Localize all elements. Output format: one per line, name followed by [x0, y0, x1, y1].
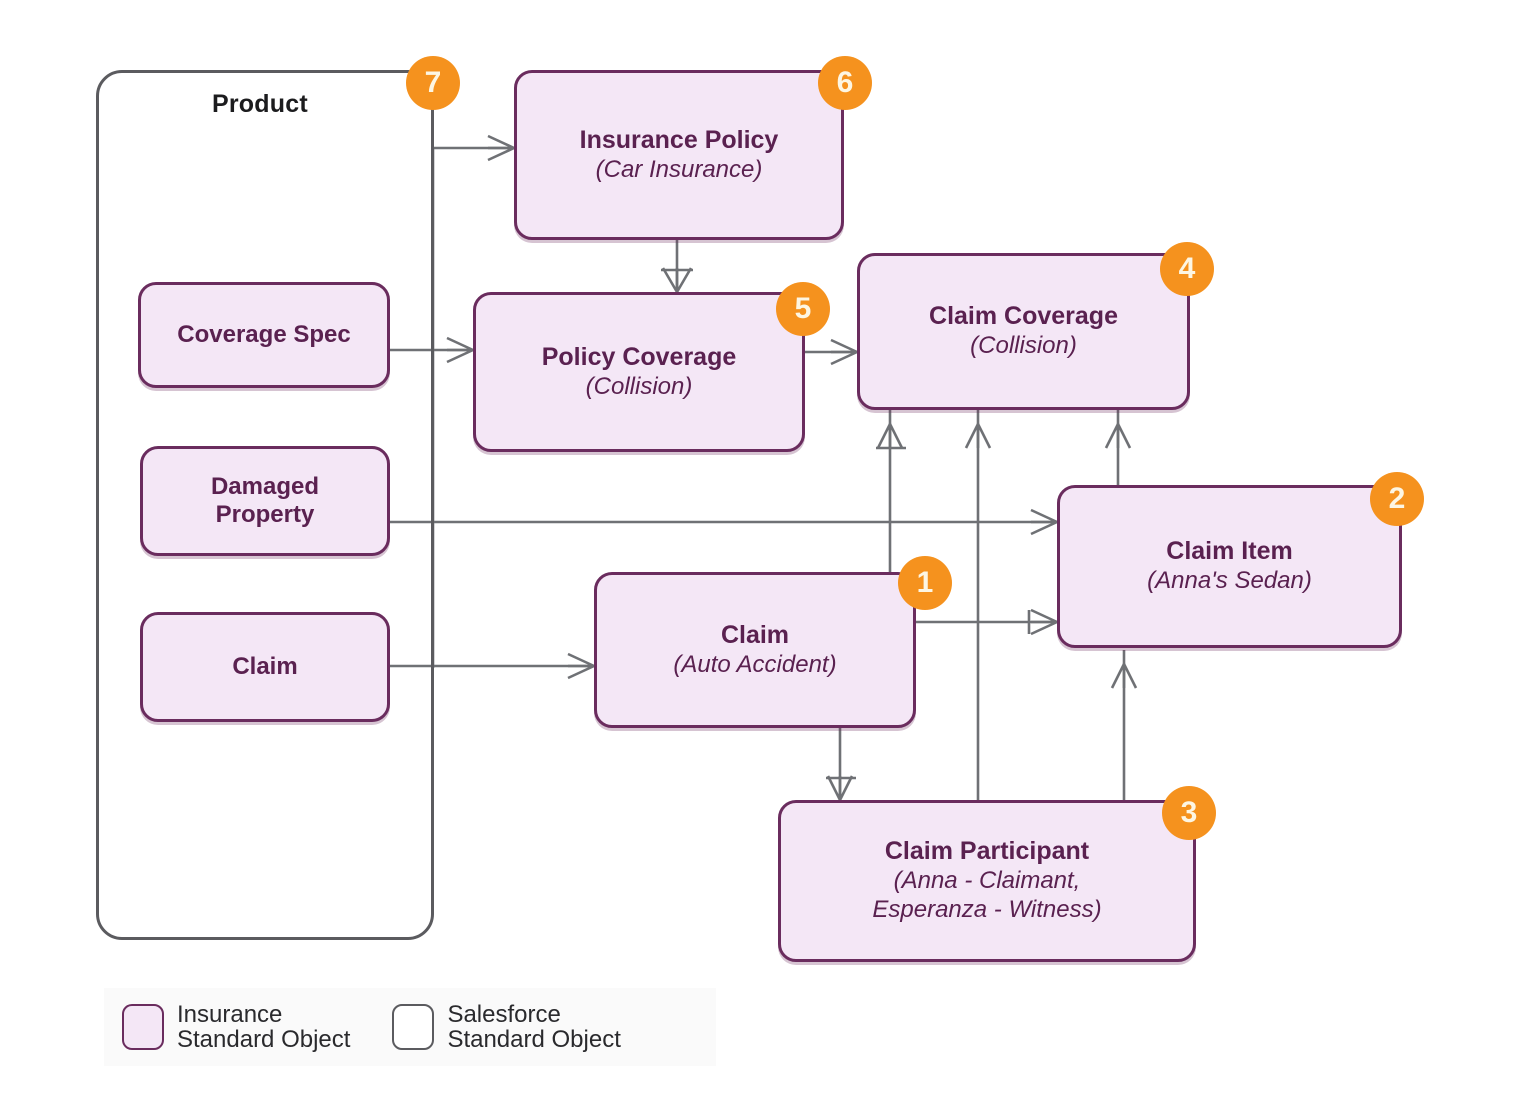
- node-damaged-property-title: Damaged Property: [210, 473, 320, 528]
- node-claim-participant-title: Claim Participant: [884, 837, 1090, 866]
- node-insurance-policy-title: Insurance Policy: [579, 125, 779, 154]
- node-policy-coverage[interactable]: Policy Coverage (Collision): [473, 292, 805, 452]
- crowsfoot-claim-coverage-legB: [964, 423, 992, 449]
- badge-7[interactable]: 7: [406, 56, 460, 110]
- legend-swatch-insurance: [122, 1004, 164, 1050]
- badge-4-number: 4: [1178, 252, 1196, 285]
- node-damaged-property[interactable]: Damaged Property: [140, 446, 390, 556]
- crowsfoot-claim-item-upper-left: [1030, 508, 1058, 536]
- node-insurance-policy-subtitle: (Car Insurance): [595, 155, 763, 183]
- badge-5-number: 5: [794, 292, 812, 325]
- node-claim[interactable]: Claim (Auto Accident): [594, 572, 916, 728]
- node-claim-standard-title: Claim: [232, 653, 298, 681]
- crowsfoot-claim-coverage-legC: [1104, 423, 1132, 449]
- legend-label-salesforce: Salesforce Standard Object: [447, 1000, 621, 1053]
- crowsfoot-claim-participant-top: [826, 775, 854, 801]
- node-claim-item-subtitle: (Anna's Sedan): [1147, 567, 1312, 595]
- crowsfoot-claim-item-bottom: [1110, 663, 1138, 689]
- badge-1[interactable]: 1: [898, 556, 952, 610]
- node-claim-title: Claim: [720, 620, 790, 649]
- node-claim-subtitle: (Auto Accident): [673, 650, 837, 678]
- badge-3-number: 3: [1180, 796, 1198, 829]
- badge-2[interactable]: 2: [1370, 472, 1424, 526]
- badge-5[interactable]: 5: [776, 282, 830, 336]
- crowsfoot-insurance-policy: [487, 134, 515, 162]
- legend-swatch-salesforce: [392, 1004, 435, 1050]
- crowsfoot-claim-coverage-left: [830, 338, 858, 366]
- product-container-label: Product: [212, 90, 308, 118]
- badge-1-number: 1: [916, 566, 934, 599]
- badge-6-number: 6: [836, 66, 854, 99]
- crowsfoot-policy-coverage-top: [661, 267, 693, 293]
- badge-2-number: 2: [1388, 482, 1406, 515]
- legend-item-salesforce: Salesforce Standard Object: [392, 1000, 621, 1053]
- node-insurance-policy[interactable]: Insurance Policy (Car Insurance): [514, 70, 844, 240]
- legend-item-insurance: Insurance Standard Object: [122, 1000, 351, 1053]
- legend-label-insurance: Insurance Standard Object: [177, 1000, 351, 1053]
- node-coverage-spec[interactable]: Coverage Spec: [138, 282, 390, 388]
- badge-3[interactable]: 3: [1162, 786, 1216, 840]
- node-claim-coverage-title: Claim Coverage: [929, 302, 1118, 331]
- product-container[interactable]: [96, 70, 434, 940]
- node-policy-coverage-subtitle: (Collision): [585, 372, 693, 400]
- node-claim-standard[interactable]: Claim: [140, 612, 390, 722]
- node-coverage-spec-title: Coverage Spec: [177, 321, 351, 349]
- crowsfoot-claim-item-lower-left: [1030, 608, 1058, 636]
- crowsfoot-policy-coverage-left: [446, 336, 474, 364]
- node-claim-coverage[interactable]: Claim Coverage (Collision): [857, 253, 1190, 410]
- node-policy-coverage-title: Policy Coverage: [541, 342, 737, 371]
- node-claim-item[interactable]: Claim Item (Anna's Sedan): [1057, 485, 1402, 648]
- badge-4[interactable]: 4: [1160, 242, 1214, 296]
- node-claim-participant-subtitle: (Anna - Claimant, Esperanza - Witness): [872, 867, 1102, 923]
- legend: Insurance Standard Object Salesforce Sta…: [104, 988, 716, 1066]
- node-claim-item-title: Claim Item: [1166, 537, 1293, 566]
- node-claim-participant[interactable]: Claim Participant (Anna - Claimant, Espe…: [778, 800, 1196, 962]
- crowsfoot-claim-coverage-legA: [876, 423, 904, 449]
- crowsfoot-claim-left: [567, 652, 595, 680]
- badge-6[interactable]: 6: [818, 56, 872, 110]
- node-claim-coverage-subtitle: (Collision): [970, 332, 1077, 360]
- badge-7-number: 7: [424, 66, 442, 99]
